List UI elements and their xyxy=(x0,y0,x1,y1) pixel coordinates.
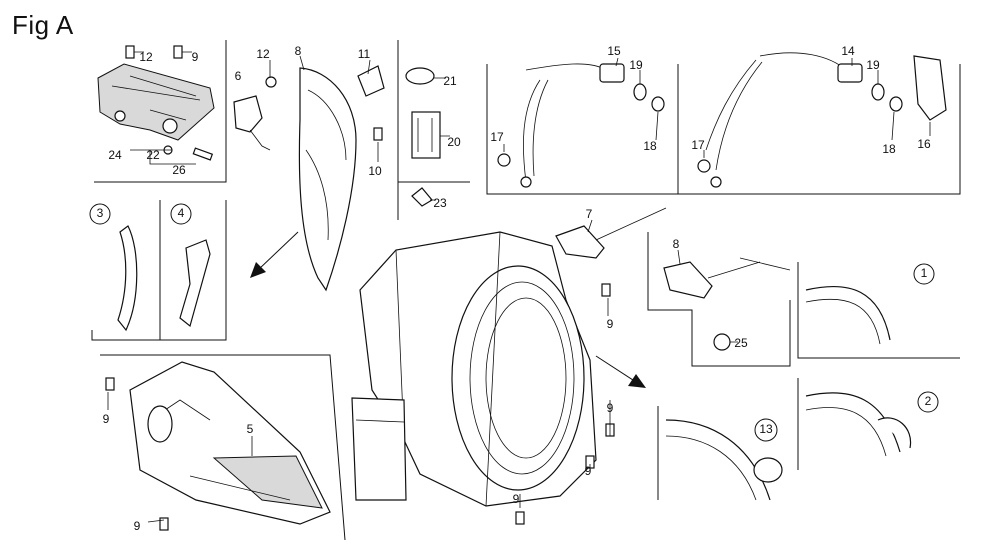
part-number-label-c6: 6 xyxy=(235,69,242,83)
part-number-label-c10: 10 xyxy=(368,164,382,178)
sensor-cable-left xyxy=(497,63,665,188)
part-number-label-c22: 22 xyxy=(146,148,160,162)
part-number-label-c15: 15 xyxy=(607,44,621,58)
sensor-cable-right xyxy=(697,52,947,188)
part-number-label-c7: 7 xyxy=(586,207,593,221)
control-bracket-part xyxy=(97,45,215,161)
part-number-label-c17b: 17 xyxy=(691,138,705,152)
part-number-label-c8b: 8 xyxy=(673,237,680,251)
detail-key-label-k1: 1 xyxy=(921,266,928,280)
part-number-label-c9d: 9 xyxy=(585,464,592,478)
part-number-label-c9a: 9 xyxy=(192,50,199,64)
part-number-label-c9f: 9 xyxy=(103,412,110,426)
leader-lines xyxy=(107,51,931,523)
part-number-label-c23: 23 xyxy=(433,196,447,210)
circled-labels: 3 4 1 2 13 xyxy=(97,206,932,436)
part-number-label-c16: 16 xyxy=(917,137,931,151)
switch-part-6 xyxy=(233,76,277,151)
part-number-label-c5: 5 xyxy=(247,422,254,436)
part-number-label-c24: 24 xyxy=(108,148,122,162)
part-number-label-c11: 11 xyxy=(358,47,371,61)
part-number-label-c9e: 9 xyxy=(513,492,520,506)
detail-key-label-k3: 3 xyxy=(97,206,104,220)
figure-title: Fig A xyxy=(12,10,74,40)
lower-cover-part xyxy=(129,361,331,525)
circled-markers xyxy=(89,203,939,442)
detail-key-label-k13: 13 xyxy=(759,422,773,436)
switch-part-7 xyxy=(555,207,667,259)
detail-part-3 xyxy=(117,225,138,332)
detail-part-4 xyxy=(179,239,211,328)
switch-part-8 xyxy=(663,257,791,351)
detail-key-label-k4: 4 xyxy=(178,206,185,220)
arc-detail-1 xyxy=(805,285,891,345)
panel-frames xyxy=(91,40,961,541)
part-number-label-c18b: 18 xyxy=(882,142,896,156)
detail-key-label-k2: 2 xyxy=(925,394,932,408)
part-number-label-c12a: 12 xyxy=(139,50,153,64)
part-number-label-c20: 20 xyxy=(447,135,461,149)
part-number-label-c9c: 9 xyxy=(607,401,614,415)
part-number-label-c9g: 9 xyxy=(134,519,141,533)
part-number-label-c18a: 18 xyxy=(643,139,657,153)
part-number-label-c19b: 19 xyxy=(866,58,880,72)
part-number-label-c19a: 19 xyxy=(629,58,643,72)
clip-parts xyxy=(405,67,441,207)
fan-shroud-housing xyxy=(351,231,597,507)
part-number-label-c9b: 9 xyxy=(607,317,614,331)
part-number-label-c26: 26 xyxy=(172,163,186,177)
direction-arrows xyxy=(250,231,646,388)
arc-detail-2 xyxy=(805,392,912,457)
side-shroud-part xyxy=(298,65,385,292)
arc-detail-13 xyxy=(665,419,783,501)
part-number-label-c25: 25 xyxy=(734,336,748,350)
part-number-label-c21: 21 xyxy=(443,74,457,88)
part-number-label-c12b: 12 xyxy=(256,47,270,61)
part-number-label-c8a: 8 xyxy=(295,44,302,58)
part-number-label-c17a: 17 xyxy=(490,130,504,144)
part-number-label-c14: 14 xyxy=(841,44,855,58)
